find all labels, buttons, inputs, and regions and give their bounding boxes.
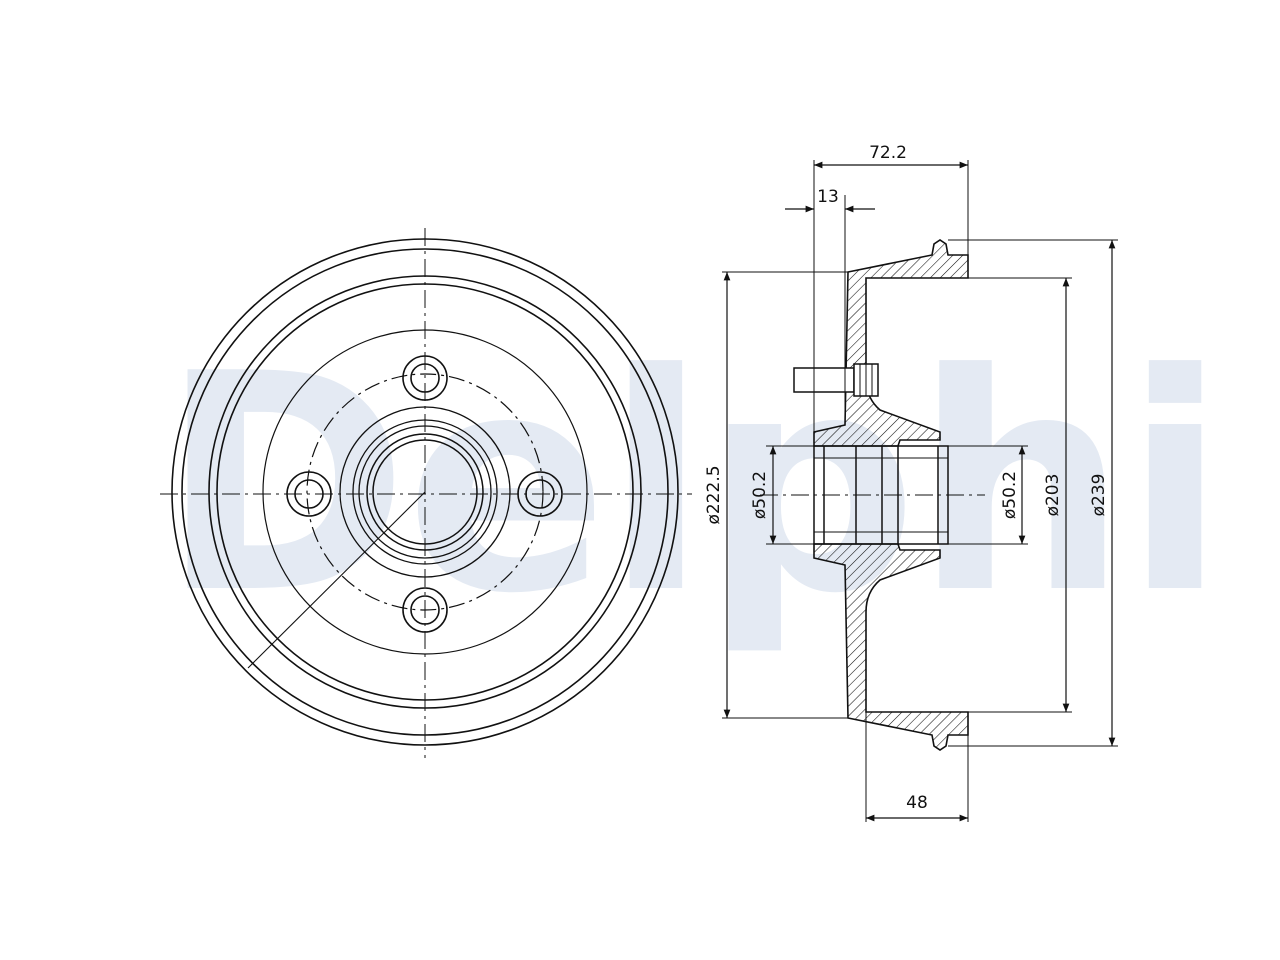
section-view — [722, 160, 1118, 822]
dim-label-bore-right: ø50.2 — [1000, 471, 1020, 519]
dim-label-222: ø222.5 — [704, 465, 724, 524]
delphi-watermark: Delphi — [160, 310, 1222, 659]
wheel-stud — [793, 363, 879, 397]
section-wall-bottom — [813, 543, 969, 751]
dim-label-overall-width: 72.2 — [869, 143, 907, 163]
leader-line — [247, 491, 426, 669]
extension-lines — [722, 160, 1118, 822]
front-view — [160, 228, 692, 758]
dim-label-239: ø239 — [1089, 474, 1109, 517]
dimension-lines — [723, 161, 1116, 822]
dim-label-203: ø203 — [1043, 474, 1063, 517]
dim-label-flange-thickness: 13 — [817, 187, 839, 207]
dim-label-bore-left: ø50.2 — [750, 471, 770, 519]
dim-label-depth: 48 — [906, 793, 928, 813]
dimension-labels: 72.2 13 48 ø222.5 ø50.2 ø50.2 ø203 ø239 — [704, 143, 1109, 813]
